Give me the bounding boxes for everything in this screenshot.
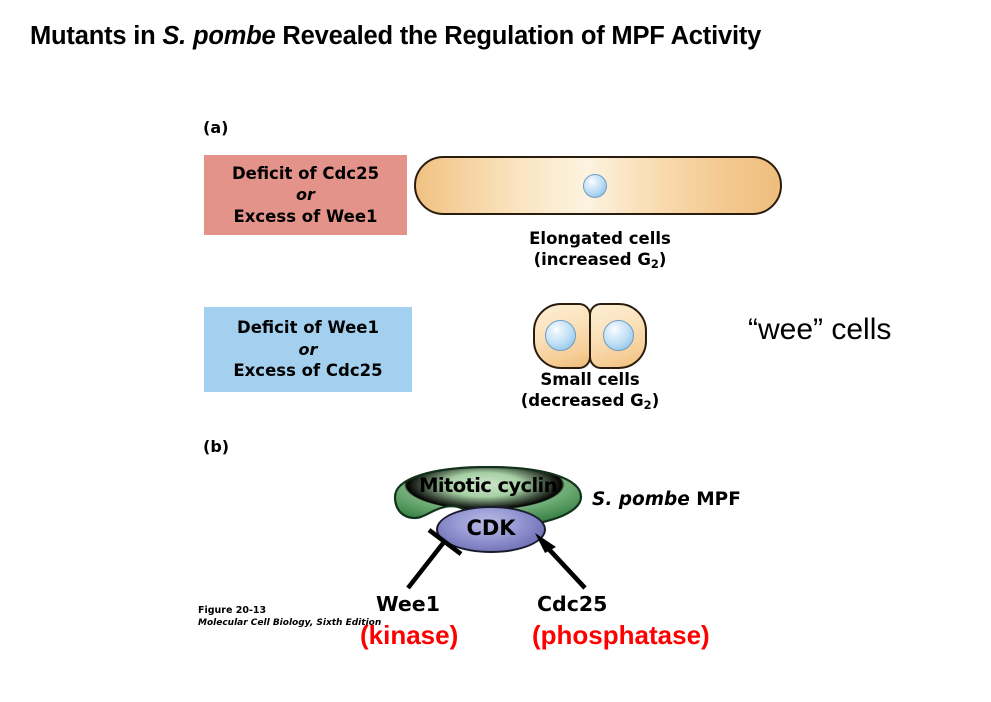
title-suffix: Revealed the Regulation of MPF Activity	[275, 22, 762, 50]
mitotic-cyclin-label: Mitotic cyclin	[419, 474, 557, 497]
spombe-mpf-rest: MPF	[689, 489, 741, 510]
condition-pink-or: or	[296, 185, 315, 205]
title-species: S. pombe	[162, 22, 276, 50]
figure-number: Figure 20-13	[198, 605, 267, 616]
small-caption-line2-post: )	[651, 391, 660, 411]
small-cells-caption: Small cells (decreased G2)	[470, 369, 710, 413]
elongated-caption-line2: (increased G2)	[430, 249, 770, 272]
figure-source: Molecular Cell Biology, Sixth Edition	[198, 618, 382, 629]
condition-blue-line1: Deficit of Wee1	[237, 318, 379, 338]
wee-cells-label: “wee” cells	[748, 313, 892, 346]
condition-box-wee1-deficit: Deficit of Wee1 or Excess of Cdc25	[204, 307, 412, 392]
elongated-cells-caption: Elongated cells (increased G2)	[430, 228, 770, 272]
condition-pink-line1: Deficit of Cdc25	[231, 163, 380, 183]
condition-blue-or: or	[298, 339, 318, 359]
small-cell-right-nucleus	[603, 320, 634, 351]
title-prefix: Mutants in	[30, 22, 163, 50]
small-caption-line2-pre: (decreased G	[520, 391, 644, 411]
small-caption-subscript: 2	[643, 398, 652, 413]
elongated-caption-line2-pre: (increased G	[533, 250, 651, 270]
small-caption-line2: (decreased G2)	[470, 390, 710, 413]
elongated-caption-line1: Elongated cells	[529, 229, 671, 248]
small-cells-diagram	[533, 303, 647, 369]
small-cell-left	[533, 303, 591, 369]
spombe-mpf-label: S. pombe MPF	[592, 489, 741, 510]
figure-credit: Figure 20-13 Molecular Cell Biology, Six…	[198, 604, 381, 630]
spombe-mpf-species: S. pombe	[592, 489, 690, 510]
small-cell-left-nucleus	[545, 320, 576, 351]
small-caption-line1: Small cells	[540, 370, 640, 389]
wee1-role-label: (kinase)	[360, 620, 459, 650]
cdc25-label: Cdc25	[537, 592, 608, 616]
condition-box-cdc25-deficit: Deficit of Cdc25 or Excess of Wee1	[204, 155, 407, 235]
elongated-cell-nucleus	[583, 174, 607, 198]
elongated-caption-line2-post: )	[658, 250, 667, 270]
mpf-complex-diagram: Mitotic cyclin CDK	[393, 466, 583, 554]
elongated-caption-subscript: 2	[650, 257, 659, 272]
cdk-label: CDK	[466, 516, 516, 540]
cdc25-role-label: (phosphatase)	[532, 620, 710, 650]
panel-a-letter: (a)	[203, 118, 229, 137]
mitotic-cyclin-shape	[393, 466, 583, 528]
wee1-label: Wee1	[376, 592, 440, 616]
panel-b-letter: (b)	[203, 437, 230, 456]
condition-blue-line2: Excess of Cdc25	[233, 361, 383, 381]
condition-pink-line2: Excess of Wee1	[233, 206, 378, 226]
elongated-cell-diagram	[414, 156, 782, 215]
page-title: Mutants in S. pombe Revealed the Regulat…	[30, 22, 965, 51]
